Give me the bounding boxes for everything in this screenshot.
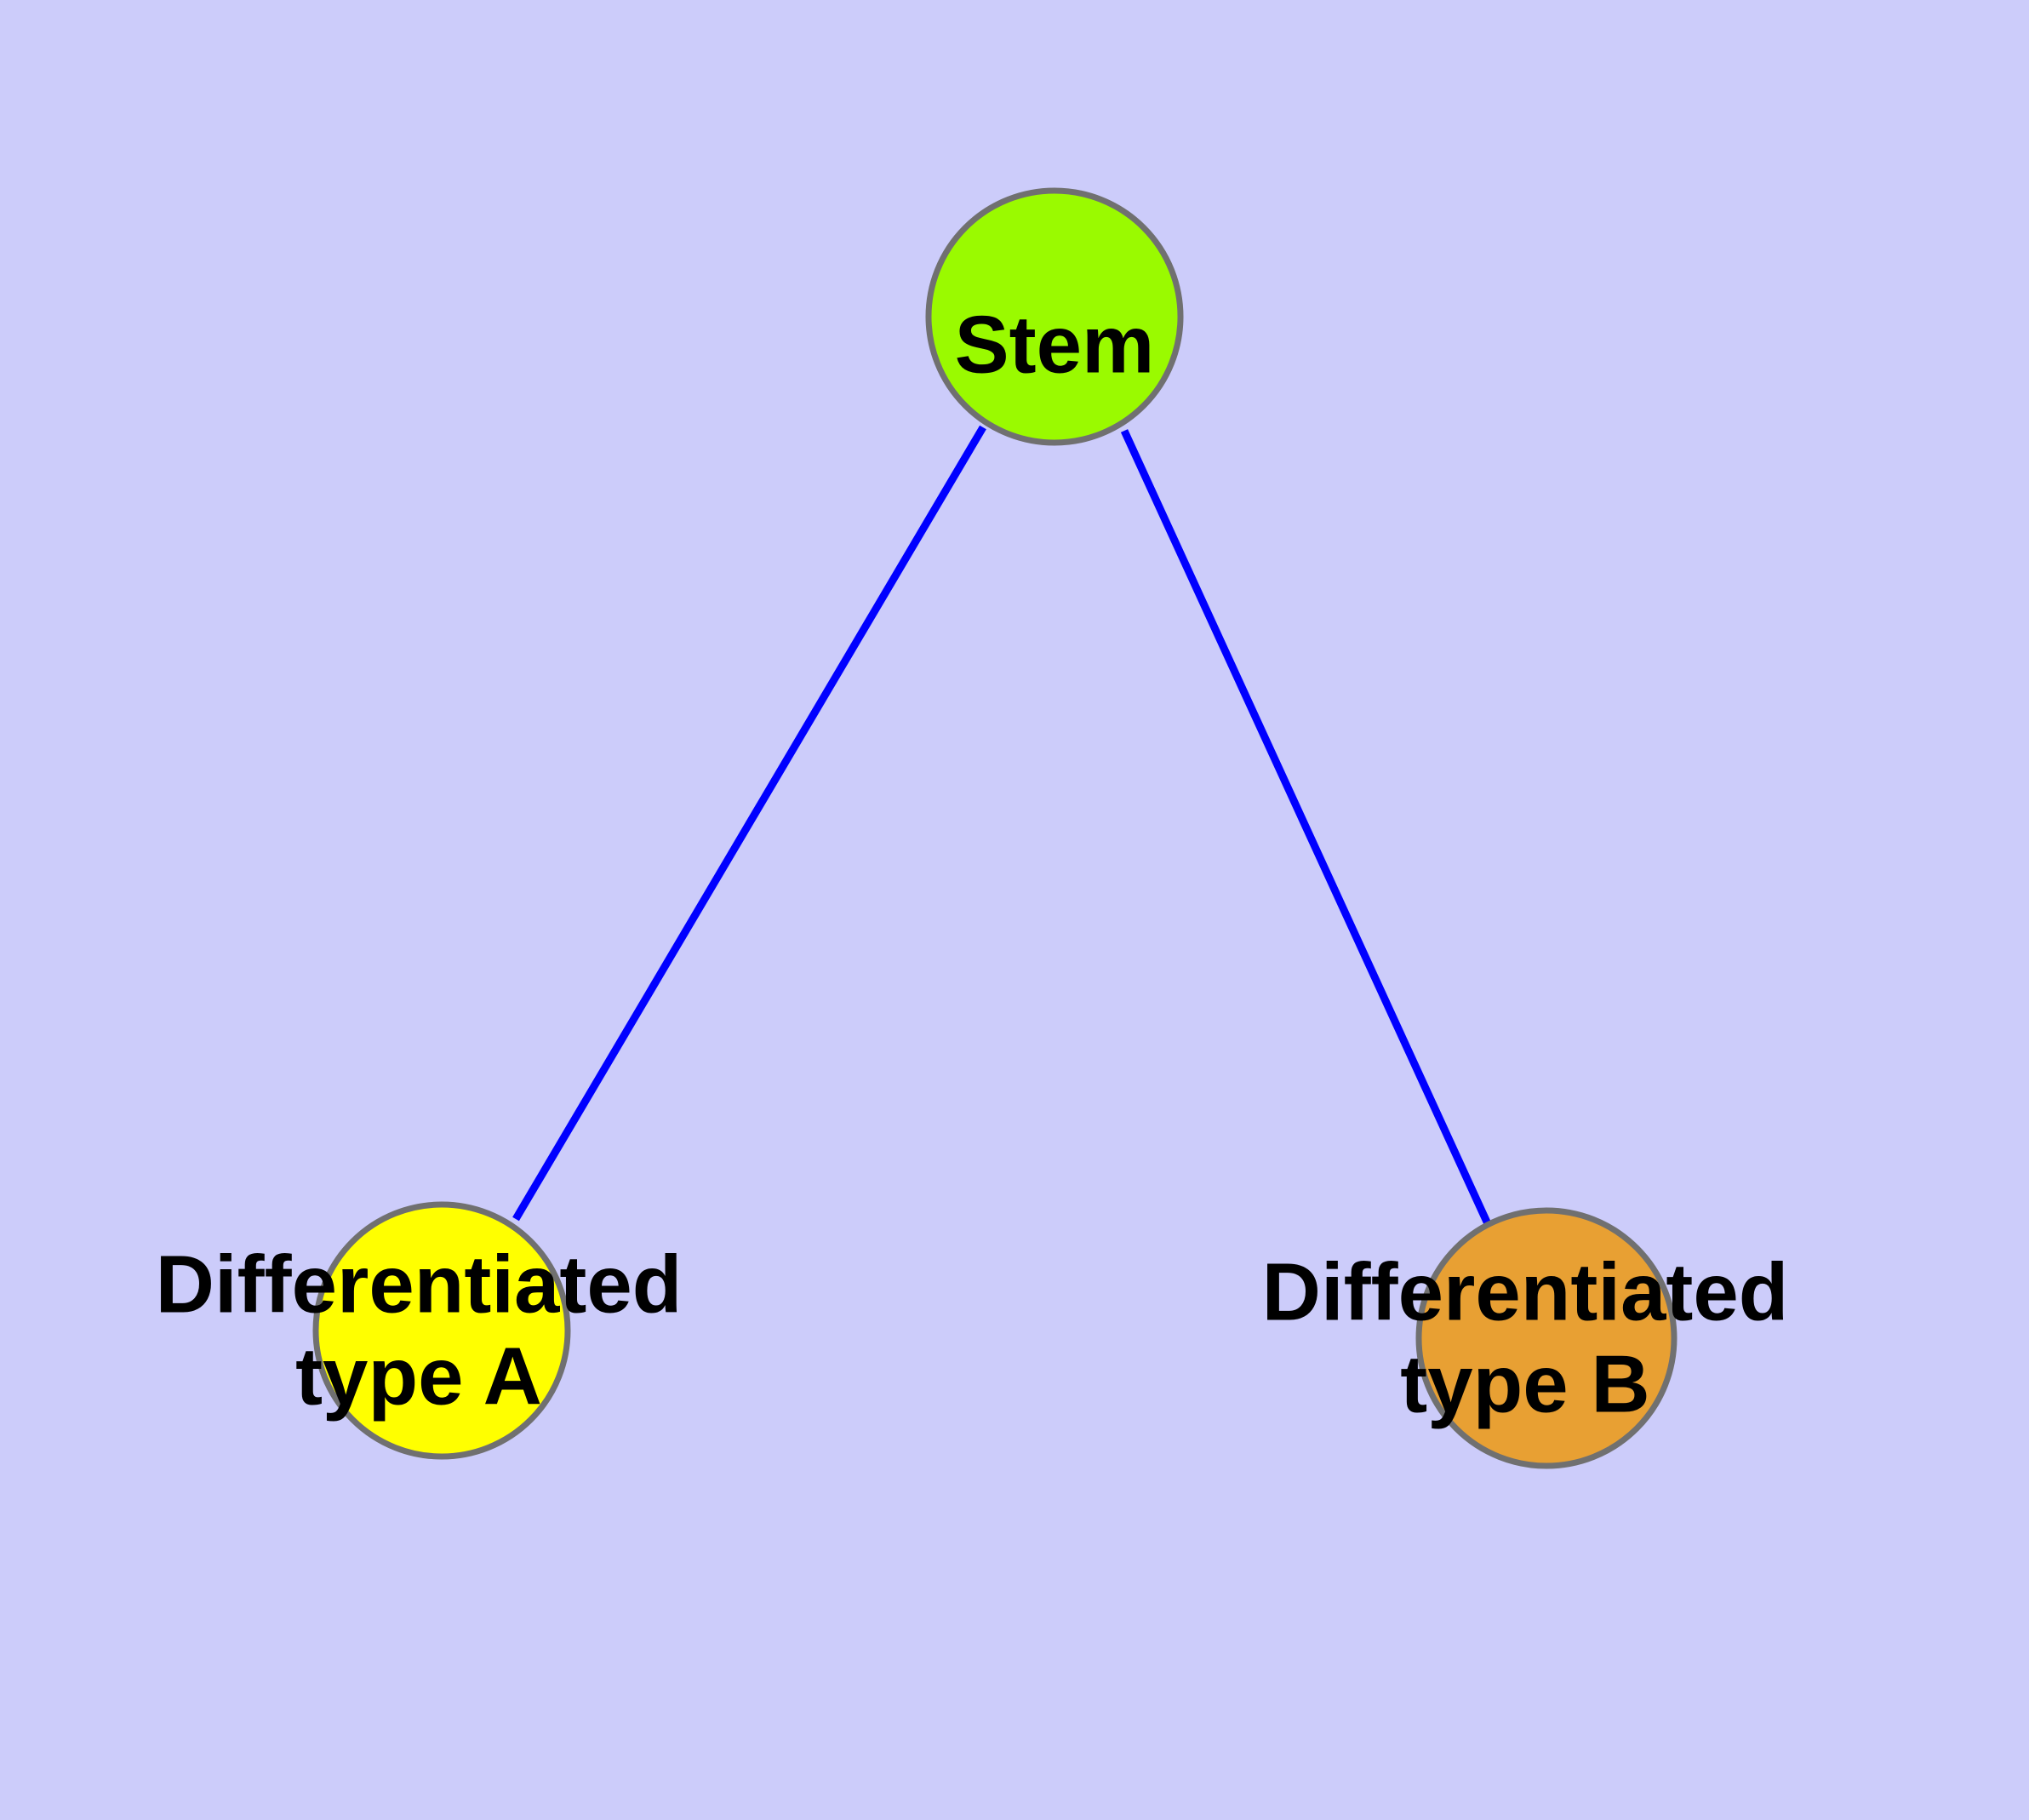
node-label-line: Differentiated [1262, 1247, 1789, 1338]
node-label-line: type A [295, 1331, 542, 1422]
edge-stem-to-differentiated-type-b[interactable] [1120, 429, 1494, 1229]
edge-layer [512, 425, 1494, 1229]
node-stem[interactable] [925, 187, 1184, 446]
node-label-line: Stem [955, 300, 1155, 391]
node-label-stem: Stem [955, 300, 1155, 391]
node-differentiated-type-b[interactable] [1415, 1207, 1677, 1469]
edge-stem-to-differentiated-type-a[interactable] [512, 425, 986, 1222]
node-label-line: Differentiated [156, 1239, 683, 1331]
node-layer [312, 187, 1677, 1469]
node-label-line: type B [1400, 1339, 1649, 1430]
node-differentiated-type-a[interactable] [312, 1201, 571, 1460]
